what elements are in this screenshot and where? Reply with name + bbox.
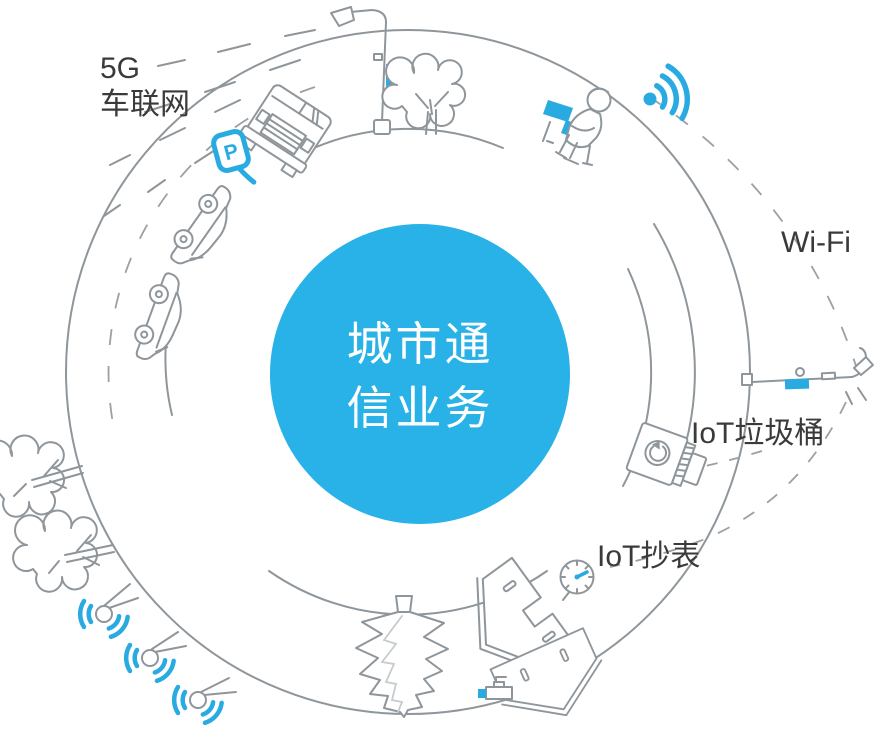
lamp-sensor-box (784, 378, 810, 390)
inner-ring-arc-top (304, 127, 504, 153)
center-circle: 城市通 信业务 (270, 224, 570, 524)
parking-sign-icon: P (211, 129, 257, 185)
right-lamp-light-rays (845, 387, 867, 405)
smart-meter-icon (478, 676, 513, 700)
dashed-guides (103, 29, 867, 568)
trash-bin-icon (625, 422, 708, 487)
sensor-node-icon (78, 583, 139, 640)
inner-ring-arc-left (164, 341, 173, 416)
center-title-line2: 信业务 (347, 382, 494, 434)
label-5g-line2: 车联网 (100, 88, 190, 121)
house-icon (489, 627, 603, 717)
label-iot-meter: IoT抄表 (597, 540, 700, 573)
parking-sign-letter: P (222, 140, 241, 166)
tree-icon (0, 434, 84, 518)
meter-blue-tag (478, 689, 486, 698)
bench-back (543, 100, 573, 122)
lane-dash-arc (107, 86, 316, 435)
outer-ring (65, 29, 751, 715)
pine-tree-icon (355, 595, 449, 718)
lamp-light-rays (103, 29, 316, 217)
center-disc (270, 224, 570, 524)
sensor-node-icon (172, 677, 237, 726)
truck-icon (239, 84, 332, 179)
tree-icon (12, 509, 115, 593)
car-icon (170, 185, 232, 265)
wifi-coverage-dash-lower (609, 401, 847, 568)
car-icon (134, 272, 182, 361)
label-iot-trash: IoT垃圾桶 (691, 417, 824, 450)
person-bench-icon (542, 87, 612, 166)
right-street-lamp-icon (741, 347, 874, 390)
wifi-coverage-dash-upper (647, 95, 857, 367)
label-wifi: Wi-Fi (781, 226, 851, 259)
label-5g-line1: 5G (100, 52, 140, 85)
center-title-line1: 城市通 (347, 318, 494, 370)
sensor-node-icon (124, 631, 187, 684)
wifi-icon (643, 63, 691, 122)
gauge-icon (559, 559, 595, 601)
tree-top-icon (381, 52, 467, 135)
